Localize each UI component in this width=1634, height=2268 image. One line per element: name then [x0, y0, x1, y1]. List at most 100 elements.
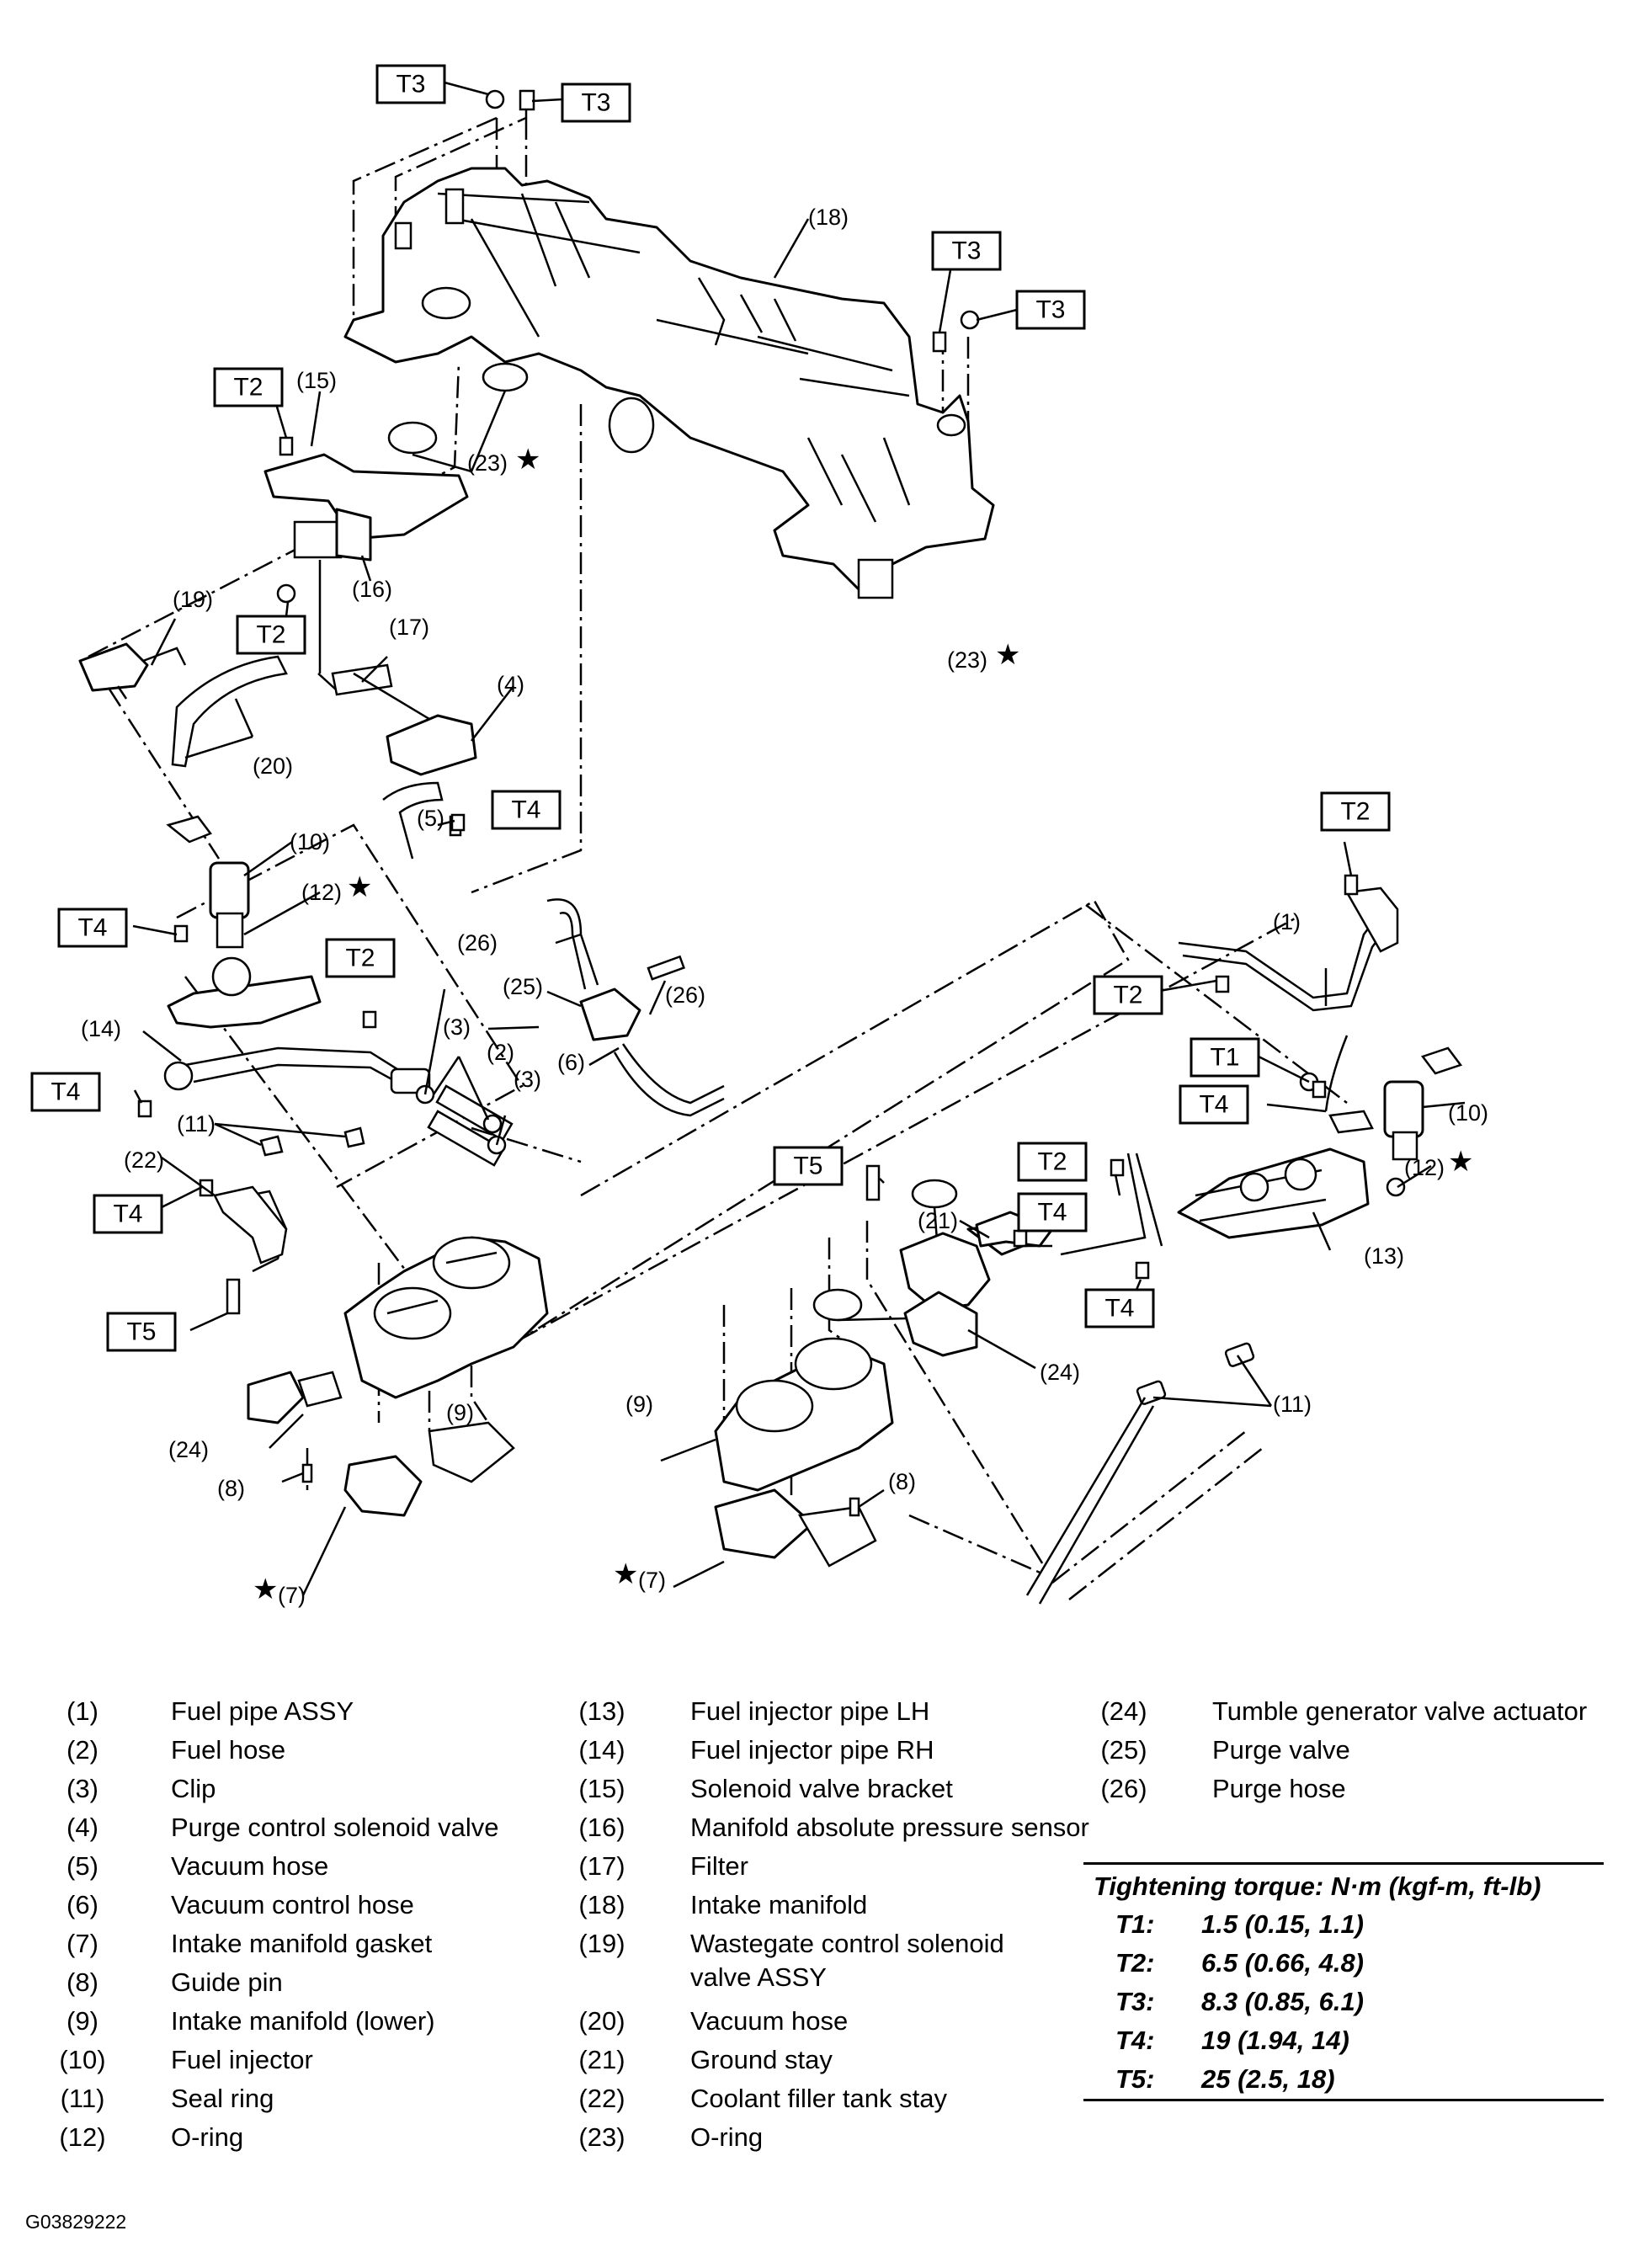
figure-id: G03829222	[25, 2211, 127, 2233]
callout-5: (5)	[417, 806, 444, 831]
torque-box-t3: T3	[375, 64, 446, 104]
star-mark: ★	[613, 1558, 638, 1590]
star-mark: ★	[995, 639, 1020, 671]
callout-2: (2)	[487, 1040, 514, 1065]
callout-24: (24)	[168, 1437, 209, 1462]
callout-17: (17)	[389, 615, 429, 640]
torque-box-t2: T2	[325, 938, 396, 978]
svg-text:T2: T2	[345, 945, 375, 972]
callout-3: (3)	[443, 1014, 471, 1040]
callout-10: (10)	[1448, 1100, 1488, 1126]
exploded-parts-diagram: T3 T3 T3 T3 T2 T2 T4 T4	[30, 64, 1488, 1608]
svg-text:T2: T2	[1037, 1148, 1067, 1176]
star-mark: ★	[253, 1573, 278, 1605]
intake-manifold-lower-left	[247, 1236, 549, 1517]
callout-23: (23)	[947, 647, 987, 673]
torque-box-t2: T2	[1017, 1142, 1088, 1182]
svg-text:T3: T3	[581, 89, 610, 117]
torque-box-t2: T2	[236, 615, 306, 655]
svg-text:T3: T3	[1035, 296, 1065, 324]
purge-valve-assembly	[546, 898, 725, 1117]
fuel-pipe-lh-assembly	[1025, 886, 1463, 1605]
callout-22: (22)	[124, 1147, 164, 1173]
fasteners	[137, 89, 1359, 1315]
callout-9: (9)	[625, 1392, 653, 1417]
fuel-rail-rh-assembly	[163, 815, 514, 1273]
svg-text:T4: T4	[511, 796, 540, 824]
svg-text:T4: T4	[1037, 1199, 1067, 1227]
svg-text:T4: T4	[113, 1201, 142, 1228]
star-mark: ★	[1448, 1146, 1473, 1178]
torque-box-t4: T4	[93, 1194, 163, 1234]
callout-26: (26)	[457, 930, 498, 956]
callout-14: (14)	[81, 1016, 121, 1041]
torque-box-t5: T5	[106, 1312, 177, 1352]
torque-row: T1:1.5 (0.15, 1.1)	[1115, 1909, 1365, 1939]
torque-row: T5:25 (2.5, 18)	[1115, 2064, 1335, 2094]
svg-text:T4: T4	[1199, 1091, 1228, 1119]
star-mark: ★	[347, 871, 372, 903]
svg-text:T4: T4	[77, 914, 107, 942]
torque-box-t2: T2	[213, 367, 284, 407]
callout-25: (25)	[503, 974, 543, 999]
callout-20: (20)	[253, 753, 293, 779]
torque-label-boxes: T3 T3 T3 T3 T2 T2 T4 T4	[30, 64, 1391, 1352]
callout-16: (16)	[352, 577, 392, 602]
svg-text:T4: T4	[1104, 1295, 1134, 1323]
intake-manifold-upper	[343, 167, 995, 599]
torque-box-t5: T5	[773, 1146, 844, 1186]
torque-row: T2:6.5 (0.66, 4.8)	[1115, 1948, 1365, 1978]
torque-box-t3: T3	[931, 231, 1002, 271]
svg-text:T3: T3	[951, 237, 981, 265]
torque-box-t4: T4	[30, 1072, 101, 1112]
callout-12: (12)	[301, 880, 342, 905]
callout-15: (15)	[296, 368, 337, 393]
torque-box-t4: T4	[1017, 1192, 1088, 1232]
callout-21: (21)	[918, 1208, 958, 1233]
svg-text:T1: T1	[1210, 1044, 1239, 1072]
intake-manifold-lower-right	[714, 1219, 1046, 1568]
torque-box-t4: T4	[1084, 1288, 1155, 1328]
callout-10: (10)	[290, 829, 330, 854]
callout-6: (6)	[557, 1050, 585, 1075]
callout-3: (3)	[514, 1067, 541, 1092]
leader-lines	[132, 81, 1466, 1596]
torque-table-title: Tightening torque: N·m (kgf-m, ft-lb)	[1094, 1871, 1541, 1901]
parts-legend: (1)Fuel pipe ASSY (2)Fuel hose (3)Clip (…	[59, 1696, 1588, 2152]
callout-8: (8)	[888, 1469, 916, 1494]
svg-text:T2: T2	[256, 621, 285, 649]
callout-26: (26)	[665, 982, 705, 1008]
part-callouts: (18) (15) (23) ★ (23) ★ (16) (17) (19) (…	[81, 205, 1488, 1608]
torque-box-t4: T4	[57, 908, 128, 948]
svg-text:T4: T4	[51, 1078, 80, 1106]
torque-box-t4: T4	[1179, 1084, 1249, 1125]
callout-9: (9)	[446, 1400, 474, 1425]
callout-7: (7)	[278, 1583, 306, 1608]
torque-box-t1: T1	[1190, 1037, 1260, 1078]
torque-box-t3: T3	[561, 83, 631, 123]
svg-text:T2: T2	[233, 374, 263, 402]
torque-box-t3: T3	[1015, 290, 1086, 330]
star-mark: ★	[515, 444, 540, 476]
callout-12: (12)	[1404, 1155, 1445, 1180]
callout-24: (24)	[1040, 1360, 1080, 1385]
torque-box-t2: T2	[1320, 791, 1391, 832]
callout-11: (11)	[177, 1111, 216, 1137]
svg-text:T2: T2	[1340, 798, 1370, 826]
callout-7: (7)	[638, 1568, 666, 1593]
callout-1: (1)	[1273, 909, 1301, 934]
stays-and-actuators	[213, 1185, 1054, 1517]
torque-row: T3:8.3 (0.85, 6.1)	[1115, 1987, 1365, 2016]
o-rings-23	[387, 362, 958, 1322]
callout-19: (19)	[173, 587, 213, 612]
svg-text:T5: T5	[126, 1318, 156, 1346]
callout-13: (13)	[1364, 1243, 1404, 1269]
callout-11: (11)	[1273, 1392, 1312, 1417]
torque-box-t4: T4	[491, 790, 562, 830]
svg-text:T5: T5	[793, 1153, 822, 1180]
torque-box-t2: T2	[1093, 975, 1163, 1015]
solenoid-bracket-assembly	[78, 453, 477, 860]
torque-table: Tightening torque: N·m (kgf-m, ft-lb) T1…	[1083, 1862, 1604, 2101]
callout-8: (8)	[217, 1476, 245, 1501]
svg-text:T3: T3	[396, 71, 425, 98]
